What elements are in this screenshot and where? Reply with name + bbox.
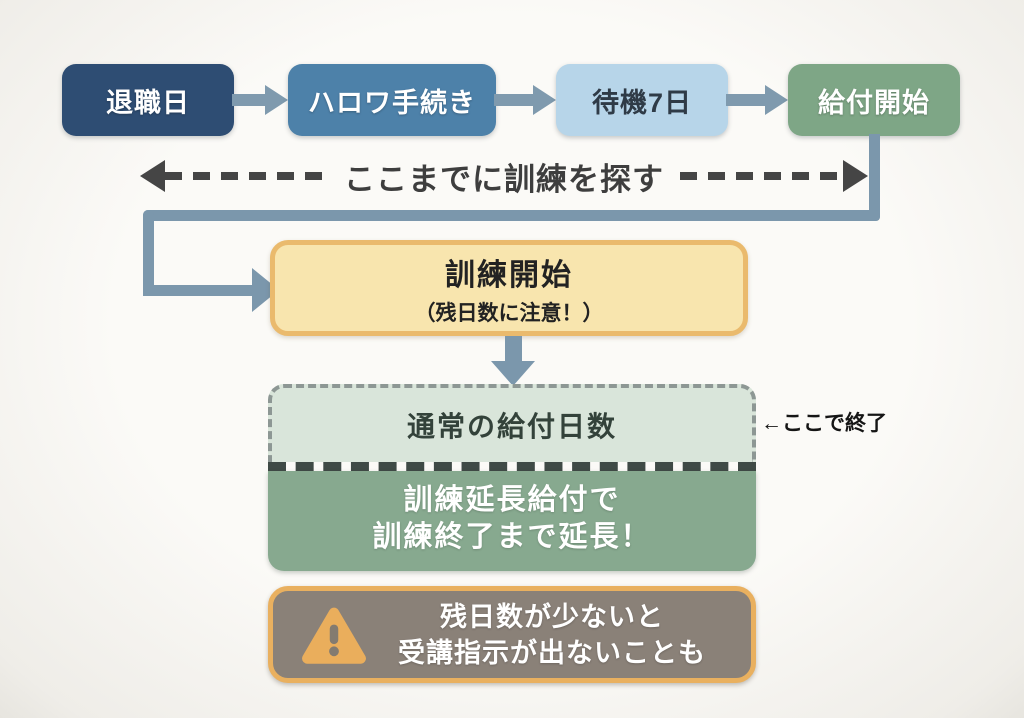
connector-line [143, 210, 880, 221]
down-arrow-icon [505, 336, 522, 363]
training-start-box: 訓練開始 （残日数に注意！） [270, 240, 748, 336]
connector-line [143, 210, 154, 296]
warning-line1: 残日数が少ないと [440, 601, 664, 632]
extension-line2: 訓練終了まで延長！ [372, 521, 652, 553]
down-arrowhead-icon [491, 361, 535, 386]
extension-benefit-section: 訓練延長給付で 訓練終了まで延長！ [268, 471, 756, 571]
training-start-subtitle: （残日数に注意！） [414, 301, 604, 325]
warning-triangle-icon [302, 607, 366, 664]
connector-line [869, 134, 880, 221]
arrow-left-icon [140, 160, 165, 192]
step-label: ハロワ手続き [308, 87, 476, 118]
end-note-annotation: ←ここで終了 [761, 412, 887, 435]
step-box-waiting-7days: 待機7日 [556, 64, 728, 136]
warning-text: 残日数が少ないと 受講指示が出ないことも [367, 599, 737, 671]
right-arrow-icon [726, 64, 788, 136]
step-box-benefit-start: 給付開始 [788, 64, 960, 136]
normal-benefit-section: 通常の給付日数 [268, 384, 756, 462]
connector-line [143, 285, 255, 296]
dashed-divider [268, 462, 756, 471]
right-arrow-icon [494, 64, 556, 136]
benefit-duration-box: 通常の給付日数 訓練延長給付で 訓練終了まで延長！ [268, 384, 756, 571]
step-label: 給付開始 [818, 87, 930, 118]
warning-line2: 受講指示が出ないことも [398, 637, 706, 668]
deadline-label: ここまでに訓練を探す [344, 161, 664, 197]
step-label: 退職日 [106, 87, 190, 118]
training-start-title: 訓練開始 [445, 258, 573, 292]
step-box-hellowork-procedure: ハロワ手続き [288, 64, 496, 136]
warning-box: 残日数が少ないと 受講指示が出ないことも [268, 586, 756, 683]
dashed-line [680, 172, 843, 180]
right-arrow-icon [232, 64, 288, 136]
extension-line1: 訓練延長給付で [403, 484, 621, 516]
deadline-dashed-arrow: ここまでに訓練を探す [140, 156, 868, 197]
arrow-right-icon [843, 160, 868, 192]
step-label: 待機7日 [591, 87, 693, 118]
step-box-retirement-day: 退職日 [62, 64, 234, 136]
dashed-line [165, 172, 328, 180]
normal-benefit-label: 通常の給付日数 [406, 411, 617, 442]
